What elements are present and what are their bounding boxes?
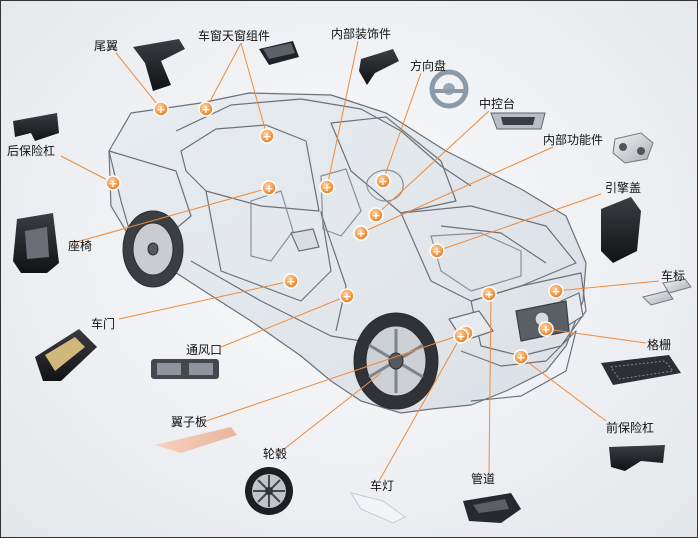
label-grille: 格栅	[647, 338, 672, 352]
marker-door: +	[283, 273, 299, 289]
svg-text:+: +	[286, 275, 295, 288]
svg-text:+: +	[322, 181, 331, 194]
marker-sunroof: +	[259, 128, 275, 144]
marker-interior-function: +	[353, 225, 369, 241]
svg-text:+: +	[378, 175, 387, 188]
label-fender: 翼子板	[171, 415, 208, 429]
svg-text:+: +	[156, 103, 165, 116]
part-headlamp-image	[349, 492, 406, 524]
marker-rear-spoiler: +	[153, 101, 169, 117]
marker-duct-2: +	[481, 286, 497, 302]
car-roofline	[175, 98, 472, 187]
part-sunroof-image	[259, 41, 299, 65]
svg-text:+: +	[516, 351, 525, 364]
part-front-bumper-image	[609, 445, 665, 471]
svg-text:+: +	[371, 209, 380, 222]
part-air-vent-image	[151, 359, 219, 379]
label-duct: 管道	[471, 472, 496, 486]
car-door-line-2	[320, 212, 347, 332]
marker-hood: +	[429, 243, 445, 259]
svg-text:+: +	[201, 103, 210, 116]
label-hood: 引擎盖	[605, 181, 642, 195]
car-front-bumper	[460, 330, 577, 402]
car-side-window	[180, 124, 320, 212]
part-center-console-image	[490, 112, 546, 130]
car-door-line	[205, 190, 332, 302]
marker-badge: +	[548, 283, 564, 299]
svg-text:+: +	[342, 290, 351, 303]
label-front-bumper: 前保险杠	[606, 421, 655, 435]
svg-text:+: +	[108, 177, 117, 190]
label-interior-trim: 内部装饰件	[331, 27, 392, 41]
part-hood-image	[601, 197, 641, 263]
car-windshield	[330, 116, 457, 214]
part-grille-image	[601, 355, 681, 385]
marker-lamp: +	[453, 328, 469, 344]
car-wheel-rear	[122, 210, 184, 288]
svg-text:+: +	[264, 182, 273, 195]
marker-console: +	[368, 207, 384, 223]
part-interior-function-image	[612, 132, 654, 164]
label-window-sunroof: 车窗天窗组件	[198, 29, 271, 43]
car-sill	[190, 260, 362, 342]
label-badge: 车标	[661, 269, 686, 283]
car-hood	[400, 205, 577, 302]
car-steering-outline	[366, 169, 404, 202]
part-wheel-rim-image	[245, 467, 293, 515]
svg-text:+: +	[484, 288, 493, 301]
marker-steering: +	[375, 173, 391, 189]
part-steering-wheel-image	[429, 69, 469, 109]
car-mirror	[290, 228, 320, 252]
label-air-vent: 通风口	[186, 343, 223, 357]
svg-text:+: +	[551, 285, 560, 298]
marker-air-vent: +	[339, 288, 355, 304]
label-wheel-hub: 轮毂	[263, 447, 288, 461]
part-rear-spoiler-image	[133, 39, 185, 91]
part-fender-image	[155, 427, 237, 453]
part-seat-image	[13, 213, 59, 273]
label-lamp: 车灯	[370, 479, 395, 493]
part-badge-image	[642, 278, 692, 306]
marker-interior-trim: +	[319, 179, 335, 195]
svg-text:+: +	[432, 245, 441, 258]
car-seat-outline	[250, 190, 294, 262]
label-seat: 座椅	[68, 239, 93, 253]
marker-seat: +	[261, 180, 277, 196]
label-door: 车门	[91, 317, 116, 331]
marker-front-bumper: +	[513, 349, 529, 365]
car-engine-bay	[430, 232, 522, 292]
marker-rear-bumper: +	[105, 175, 121, 191]
svg-text:+: +	[456, 330, 465, 343]
label-center-console: 中控台	[479, 97, 516, 111]
markers: ++++++++++++++++++	[105, 101, 564, 365]
leader-lines	[60, 40, 660, 482]
part-rear-bumper-image	[13, 113, 59, 141]
svg-text:+: +	[262, 130, 271, 143]
label-steering-wheel: 方向盘	[410, 59, 447, 73]
car-front-face	[470, 272, 587, 357]
marker-window-1: +	[198, 101, 214, 117]
label-rear-spoiler: 尾翼	[94, 39, 119, 53]
label-interior-function: 内部功能件	[543, 133, 604, 147]
part-door-image	[35, 329, 97, 381]
part-interior-trim-image	[359, 49, 399, 85]
svg-text:+: +	[541, 323, 550, 336]
svg-text:+: +	[356, 227, 365, 240]
car-wheel-front	[353, 312, 439, 410]
car-hood-crease	[440, 225, 547, 264]
car-seat-outline-2	[320, 168, 362, 237]
part-duct-image	[463, 493, 521, 523]
label-rear-bumper: 后保险杠	[7, 144, 56, 158]
marker-grille: +	[538, 321, 554, 337]
